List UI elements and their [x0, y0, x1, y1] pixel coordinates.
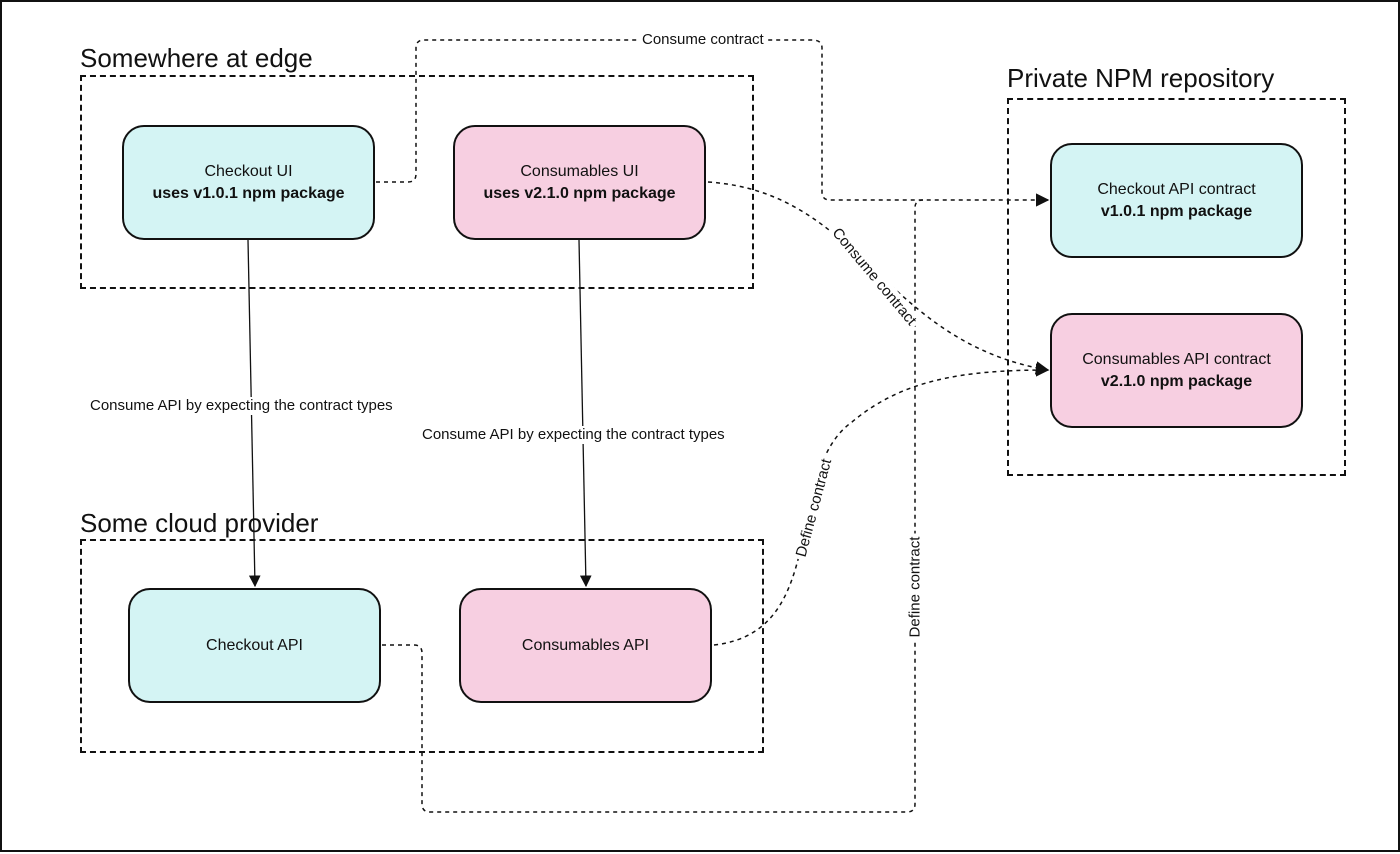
- node-checkout-ui: Checkout UI uses v1.0.1 npm package: [122, 125, 375, 240]
- node-title: Consumables API contract: [1082, 350, 1271, 368]
- node-subtitle: v2.1.0 npm package: [1100, 372, 1253, 390]
- edge-define-contract-checkout: [382, 199, 924, 813]
- edge-define-contract-consumables: [713, 363, 1050, 646]
- group-npm: [1007, 98, 1346, 476]
- edge-label-consume-contract-top: Consume contract: [638, 31, 768, 49]
- node-title: Consumables API: [521, 636, 650, 654]
- node-title: Checkout API contract: [1097, 180, 1256, 198]
- node-title: Checkout API: [206, 636, 303, 654]
- node-consumables-api: Consumables API: [459, 588, 712, 703]
- edge-consume-api-consumables: [578, 239, 592, 588]
- node-consumables-api-contract: Consumables API contract v2.1.0 npm pack…: [1050, 313, 1303, 428]
- node-subtitle: uses v2.1.0 npm package: [483, 184, 676, 202]
- node-consumables-ui: Consumables UI uses v2.1.0 npm package: [453, 125, 706, 240]
- edge-consume-contract-checkout: [376, 39, 1050, 207]
- group-title-edge: Somewhere at edge: [80, 43, 313, 73]
- edge-label-consume-api-left: Consume API by expecting the contract ty…: [88, 397, 395, 415]
- edge-label-consume-api-right: Consume API by expecting the contract ty…: [420, 426, 727, 444]
- node-subtitle: uses v1.0.1 npm package: [152, 184, 345, 202]
- edge-label-define-contract-vertical: Define contract: [906, 533, 925, 641]
- group-edge: [80, 75, 754, 289]
- node-title: Consumables UI: [520, 162, 639, 180]
- node-checkout-api: Checkout API: [128, 588, 381, 703]
- node-title: Checkout UI: [204, 162, 293, 180]
- group-title-npm: Private NPM repository: [1007, 63, 1275, 93]
- node-subtitle: v1.0.1 npm package: [1100, 202, 1253, 220]
- group-cloud: [80, 539, 764, 753]
- edge-consume-contract-consumables: [707, 181, 1050, 375]
- group-title-cloud: Some cloud provider: [80, 508, 319, 538]
- node-checkout-api-contract: Checkout API contract v1.0.1 npm package: [1050, 143, 1303, 258]
